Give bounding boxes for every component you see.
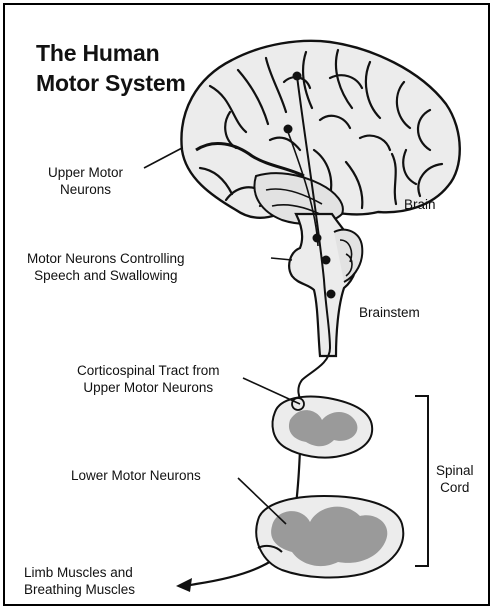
label-speech-neurons: Motor Neurons Controlling Speech and Swa… [27,250,185,284]
diagram-title: The Human Motor System [36,38,186,98]
spinal-section-lower [256,496,403,577]
label-brainstem: Brainstem [359,304,420,321]
label-corticospinal-tract: Corticospinal Tract from Upper Motor Neu… [77,362,220,396]
brainstem [289,214,362,356]
label-brain: Brain [404,196,436,213]
label-lower-motor-neurons: Lower Motor Neurons [71,467,201,484]
spinal-cord-bracket [415,396,428,566]
spinal-section-upper [273,397,373,458]
label-limb-muscles: Limb Muscles and Breathing Muscles [24,564,135,598]
label-upper-motor-neurons: Upper Motor Neurons [48,164,123,198]
label-spinal-cord: Spinal Cord [436,462,474,496]
